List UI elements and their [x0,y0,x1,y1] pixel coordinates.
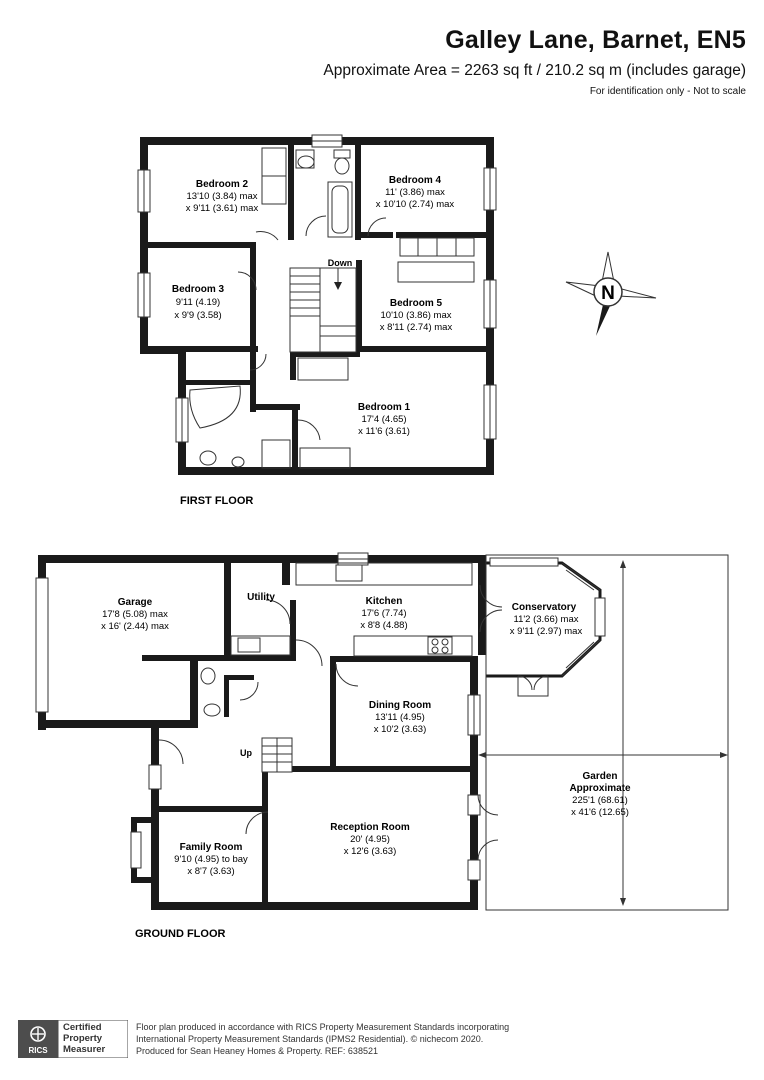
room-dim-garage-b: x 16' (2.44) max [101,621,169,632]
footer-line-1: Floor plan produced in accordance with R… [136,1022,510,1032]
room-name-bedroom-4: Bedroom 4 [389,175,442,186]
room-dim-bedroom-3-a: 9'11 (4.19) [176,297,220,308]
area-dim-garden-b: x 41'6 (12.65) [571,807,629,818]
footer-line-3: Produced for Sean Heaney Homes & Propert… [136,1046,378,1056]
room-dim-bedroom-2-a: 13'10 (3.84) max [187,191,258,202]
room-dim-reception-a: 20' (4.95) [350,834,390,845]
room-name-bedroom-5: Bedroom 5 [390,298,443,309]
room-dim-bedroom-1-a: 17'4 (4.65) [361,414,406,425]
compass-icon: N [565,251,657,336]
rics-certified-badge: RICS Certified Property Measurer [18,1020,128,1058]
room-dim-family-a: 9'10 (4.95) to bay [174,854,248,865]
room-name-dining-room: Dining Room [369,700,431,711]
room-name-utility: Utility [247,592,275,603]
room-name-family-room: Family Room [180,842,243,853]
stairs-down-label: Down [328,258,353,268]
footer-disclaimer: Floor plan produced in accordance with R… [136,1021,509,1057]
compass-north-letter: N [601,283,615,304]
room-dim-kitchen-b: x 8'8 (4.88) [360,620,407,631]
plan-title: Galley Lane, Barnet, EN5 [445,26,746,54]
room-dim-bedroom-1-b: x 11'6 (3.61) [358,426,410,437]
room-dim-garage-a: 17'8 (5.08) max [102,609,168,620]
stairs-up-label: Up [240,748,252,758]
room-dim-reception-b: x 12'6 (3.63) [344,846,397,857]
badge-line-certified: Certified [63,1022,102,1033]
room-dim-bedroom-2-b: x 9'11 (3.61) max [186,203,259,214]
room-dim-bedroom-3-b: x 9'9 (3.58) [174,310,221,321]
room-dim-bedroom-4-a: 11' (3.86) max [385,187,445,198]
room-name-bedroom-3: Bedroom 3 [172,284,225,295]
first-floor-plan: Bedroom 2 13'10 (3.84) max x 9'11 (3.61)… [137,134,497,507]
first-floor-label: FIRST FLOOR [180,495,253,507]
rics-logo-text: RICS [28,1046,48,1055]
room-name-garage: Garage [118,597,153,608]
area-name-garden: Garden [582,771,617,782]
room-name-kitchen: Kitchen [366,596,403,607]
room-name-reception-room: Reception Room [330,822,410,833]
badge-line-measurer: Measurer [63,1044,106,1055]
room-dim-conservatory-b: x 9'11 (2.97) max [510,626,583,637]
room-dim-kitchen-a: 17'6 (7.74) [361,608,406,619]
room-dim-bedroom-4-b: x 10'10 (2.74) max [376,199,455,210]
room-dim-bedroom-5-b: x 8'11 (2.74) max [380,322,453,333]
footer-line-2: International Property Measurement Stand… [136,1034,484,1044]
room-dim-conservatory-a: 11'2 (3.66) max [513,614,578,625]
ground-floor-label: GROUND FLOOR [135,928,225,940]
scale-note: For identification only - Not to scale [589,86,746,97]
area-summary: Approximate Area = 2263 sq ft / 210.2 sq… [323,62,746,79]
rics-emblem-icon [30,1026,46,1042]
room-name-conservatory: Conservatory [512,602,577,613]
room-dim-family-b: x 8'7 (3.63) [187,866,234,877]
room-dim-dining-b: x 10'2 (3.63) [374,724,427,735]
room-name-bedroom-2: Bedroom 2 [196,179,249,190]
room-name-bedroom-1: Bedroom 1 [358,402,411,413]
area-dim-garden-a: 225'1 (68.61) [572,795,628,806]
room-dim-dining-a: 13'11 (4.95) [375,712,425,723]
room-dim-bedroom-5-a: 10'10 (3.86) max [381,310,452,321]
badge-line-property: Property [63,1033,103,1044]
area-name-garden-approx: Approximate [569,783,631,794]
ground-floor-plan: Garage 17'8 (5.08) max x 16' (2.44) max … [35,552,729,940]
